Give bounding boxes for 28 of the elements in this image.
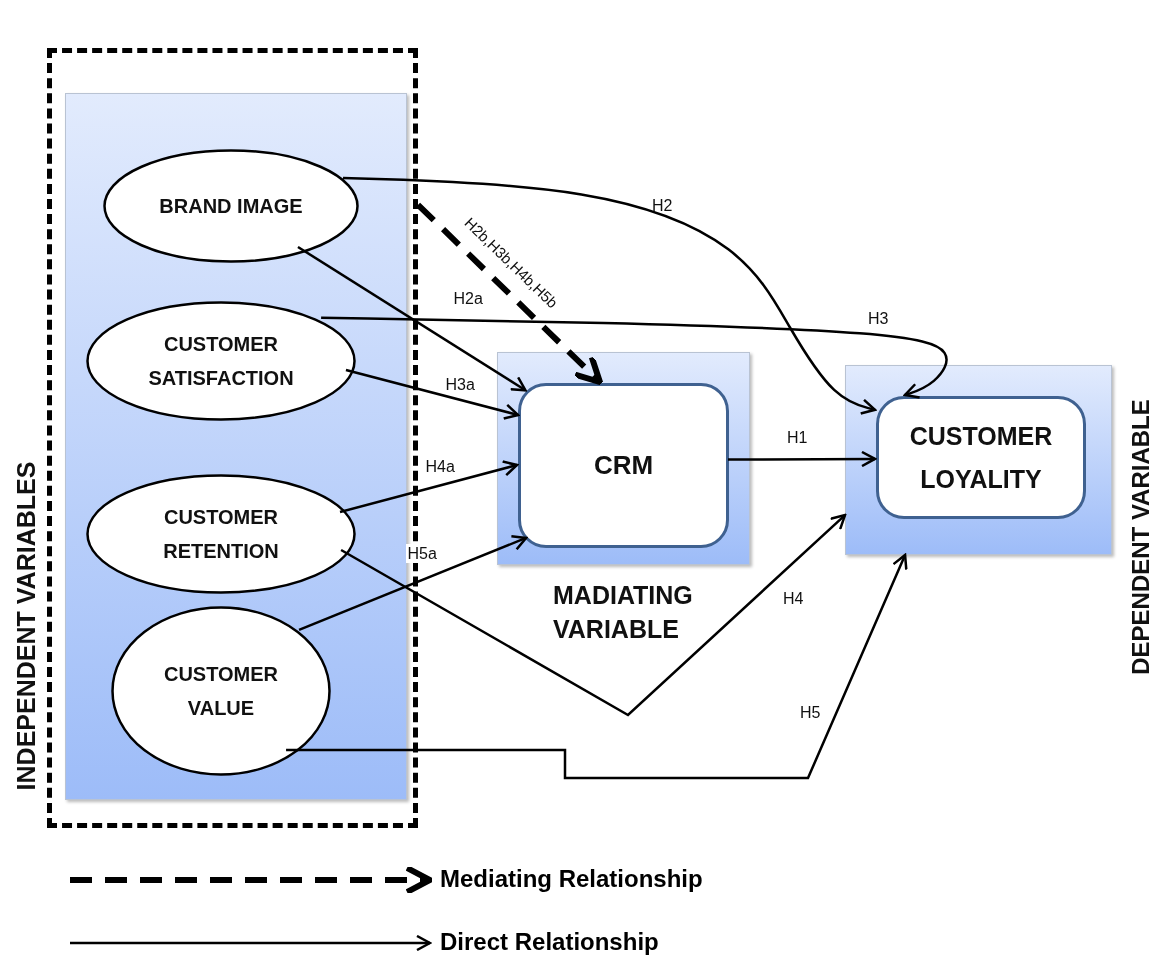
- variable-ellipse: [86, 474, 356, 594]
- group-label: INDEPENDENT VARIABLES: [12, 460, 42, 793]
- variable-ellipse: [111, 606, 331, 776]
- node-label: CUSTOMER RETENTION: [162, 505, 280, 564]
- dashed-arrow: [415, 202, 603, 385]
- arrow: [728, 450, 877, 468]
- variable-ellipse: [103, 149, 359, 263]
- node-label: CUSTOMER LOYALITY: [908, 421, 1054, 495]
- group-label: DEPENDENT VARIABLE: [1126, 398, 1155, 677]
- node-label: CRM: [592, 449, 655, 483]
- legend-label: Direct Relationship: [440, 928, 659, 956]
- group-label: MADIATING VARIABLE: [553, 580, 694, 645]
- arrow: [297, 245, 527, 392]
- arrow: [340, 513, 847, 717]
- variable-box: [876, 396, 1086, 519]
- edge-label: H5a: [405, 543, 439, 563]
- legend-label: Mediating Relationship: [440, 865, 703, 893]
- arrow: [339, 460, 519, 514]
- variable-box: [518, 383, 729, 548]
- node-label: CUSTOMER SATISFACTION: [147, 332, 295, 391]
- arrow: [298, 535, 528, 632]
- arrow: [286, 553, 908, 780]
- variable-ellipse: [86, 301, 356, 421]
- node-label: BRAND IMAGE: [158, 194, 304, 219]
- arrow: [343, 176, 877, 415]
- gradient-panel: [65, 93, 407, 800]
- arrow: [345, 368, 520, 420]
- node-label: CUSTOMER VALUE: [162, 662, 280, 721]
